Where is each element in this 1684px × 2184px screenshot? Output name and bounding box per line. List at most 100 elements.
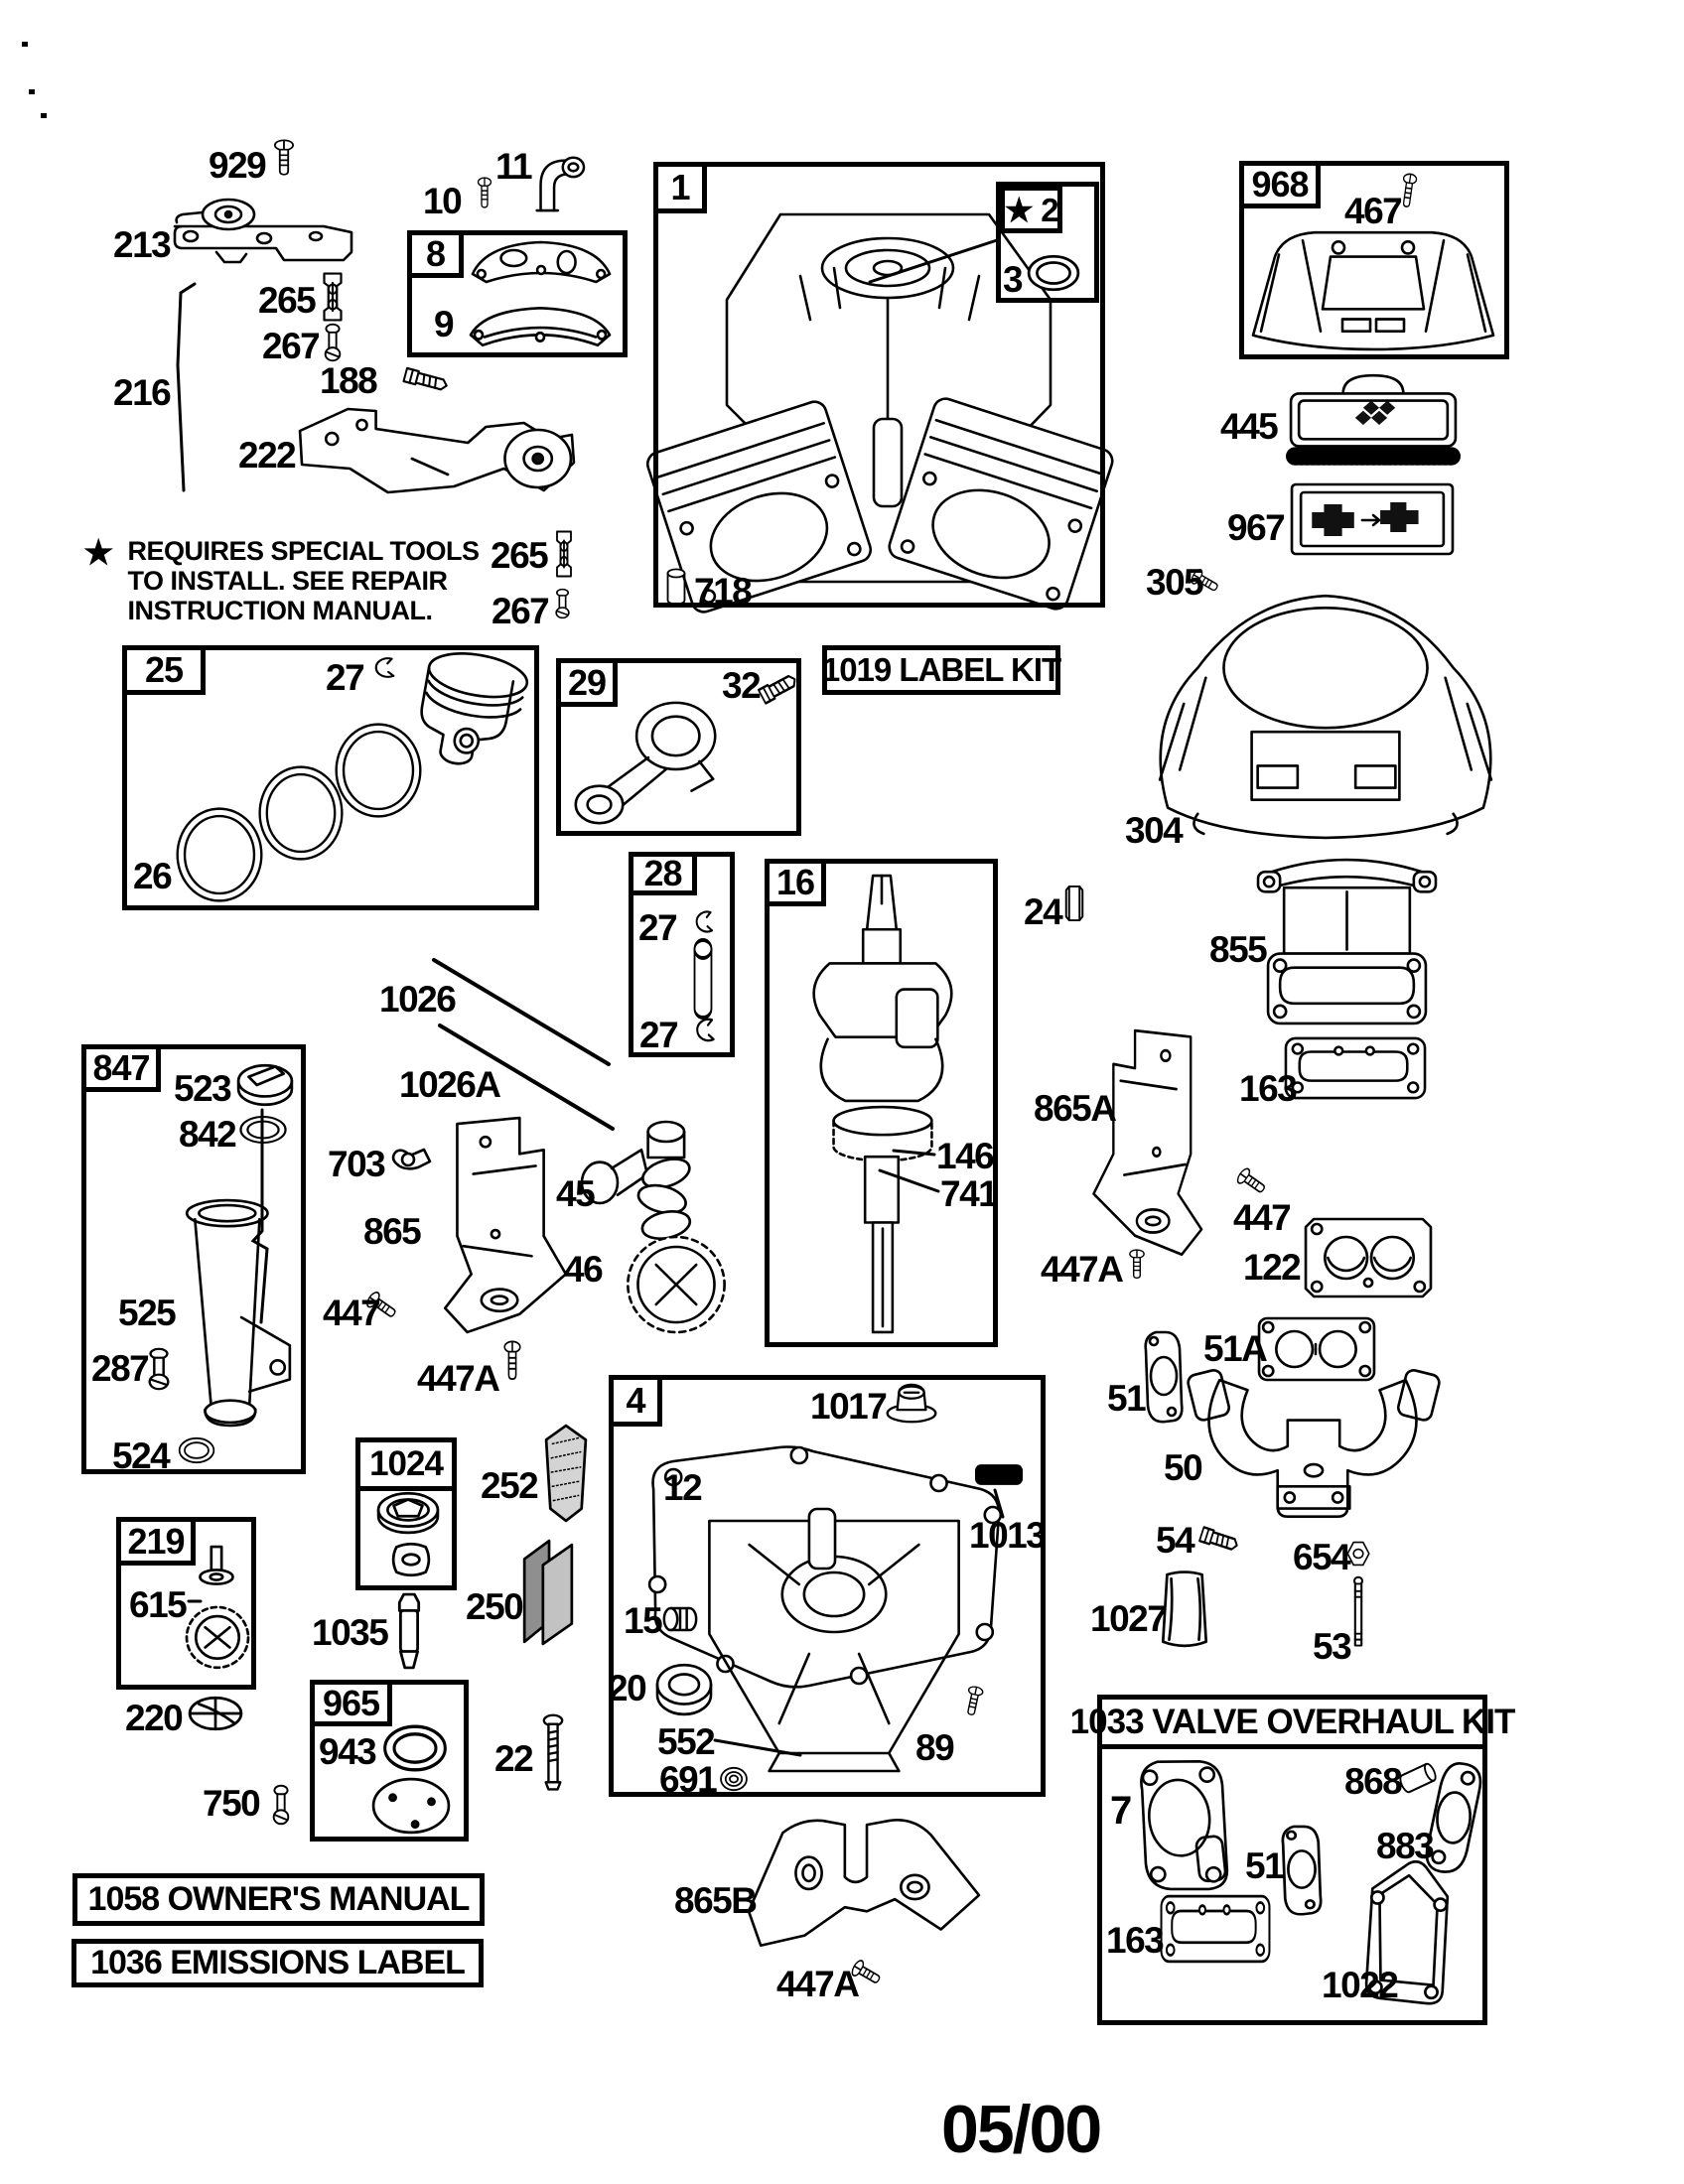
callout-868: 868: [1344, 1761, 1403, 1802]
callout-89: 89: [915, 1727, 955, 1768]
gasket-51: [1279, 1823, 1325, 1918]
screw-10-icon: [475, 177, 494, 214]
oil-seal-20-icon: [654, 1660, 714, 1717]
callout-865A: 865A: [1034, 1088, 1117, 1129]
callout-703: 703: [328, 1144, 386, 1184]
breather-1027: [1155, 1569, 1214, 1652]
governor-bracket-213: [165, 197, 359, 268]
callout-267: 267: [262, 326, 321, 366]
callout-46: 46: [564, 1249, 604, 1290]
screen-250: [520, 1537, 576, 1648]
note-line: REQUIRES SPECIAL TOOLS: [127, 536, 480, 566]
assembly-box-16-tag: 16: [765, 859, 826, 906]
washer-691-icon: [719, 1765, 749, 1793]
callout-27: 27: [326, 657, 365, 698]
callout-250: 250: [466, 1586, 524, 1627]
elbow-tube-11: [527, 149, 586, 212]
heat-shield-865A: [1088, 1028, 1221, 1261]
oil-slinger-220: [187, 1694, 244, 1733]
callout-718: 718: [694, 571, 753, 612]
callout-3: 3: [1003, 259, 1024, 300]
intake-manifold-50: [1186, 1366, 1442, 1543]
governor-gear-219: [185, 1543, 250, 1680]
oil-fill-cap-523: [234, 1058, 296, 1112]
callout-865: 865: [363, 1211, 422, 1252]
assembly-box-25-tag: 25: [122, 645, 206, 695]
callout-9: 9: [434, 304, 455, 344]
callout-146: 146: [936, 1136, 995, 1176]
assembly-box-219-tag: 219: [116, 1517, 196, 1566]
screw-447A-icon: [500, 1340, 524, 1388]
screw-447A-icon: [847, 1955, 891, 1995]
retaining-clip-27: [688, 1015, 720, 1046]
callout-7: 7: [1110, 1789, 1132, 1833]
callout-222: 222: [238, 435, 297, 476]
link-265-icon: [550, 530, 578, 578]
callout-122: 122: [1243, 1247, 1302, 1288]
callout-51: 51: [1107, 1378, 1147, 1419]
callout-1026: 1026: [379, 979, 457, 1020]
callout-265: 265: [491, 535, 549, 576]
callout-447: 447: [1233, 1197, 1292, 1238]
valve-guide-868-icon: [1395, 1758, 1440, 1798]
callout-929: 929: [209, 145, 267, 186]
callout-524: 524: [112, 1435, 171, 1476]
callout-213: 213: [113, 224, 172, 265]
retaining-clip-27: [688, 907, 718, 937]
ink-speck: [29, 89, 35, 94]
star-2-tag: ★ 2: [1000, 186, 1062, 233]
gasket-plate-122: [1304, 1217, 1433, 1298]
plug-15-icon: [661, 1604, 699, 1634]
ink-speck: [41, 113, 47, 118]
emissions-label-1036: 1036 EMISSIONS LABEL: [71, 1939, 484, 1987]
o-ring-943-icon: [380, 1721, 450, 1775]
assembly-box-29: 29: [556, 658, 801, 836]
screw-305-icon: [1187, 564, 1227, 602]
screw-447-icon: [361, 1286, 407, 1328]
plug-1013-icon: [974, 1461, 1024, 1488]
stud-53-icon: [1350, 1575, 1366, 1650]
screw-267-icon: [322, 323, 344, 362]
cap-nut-1017-icon: [885, 1383, 938, 1424]
clamp-703-icon: [388, 1140, 434, 1173]
dowel-pin-24: [1064, 884, 1084, 923]
assembly-box-219: 219: [116, 1517, 256, 1690]
oil-pump-rotor-1024: [375, 1487, 441, 1535]
callout-45: 45: [556, 1173, 596, 1214]
assembly-box-25: 25: [122, 645, 539, 910]
assembly-box-965: 965: [310, 1680, 469, 1842]
screw-447A-icon: [1126, 1249, 1148, 1285]
callout-525: 525: [118, 1293, 177, 1333]
screw-929-icon: [270, 139, 298, 183]
callout-216: 216: [113, 372, 172, 413]
callout-445: 445: [1220, 406, 1279, 447]
assembly-box-847-tag: 847: [81, 1044, 161, 1092]
nut-654-icon: [1346, 1540, 1370, 1568]
callout-163: 163: [1239, 1068, 1298, 1109]
bracket-222: [292, 401, 580, 500]
callout-1017: 1017: [810, 1386, 888, 1427]
callout-188: 188: [320, 360, 378, 401]
bolt-32-icon: [752, 662, 804, 714]
piston-ring-26: [174, 804, 265, 905]
push-rod-1026: [432, 958, 611, 1066]
assembly-box-28-tag: 28: [629, 852, 697, 895]
assembly-box-1024-header: 1024: [360, 1442, 452, 1491]
oil-pump-plate-1024: [390, 1539, 432, 1580]
callout-304: 304: [1125, 810, 1184, 851]
piston-25: [390, 637, 539, 785]
callout-615: 615: [129, 1584, 188, 1625]
callout-51A: 51A: [1203, 1328, 1268, 1369]
air-cleaner-cover-968: [1245, 222, 1501, 351]
filter-wedge-252: [544, 1424, 588, 1523]
callout-1026A: 1026A: [399, 1064, 501, 1105]
callout-50: 50: [1164, 1447, 1203, 1488]
cover-plate-965: [370, 1775, 452, 1837]
callout-252: 252: [481, 1465, 539, 1506]
callout-1022: 1022: [1322, 1965, 1399, 2005]
callout-943: 943: [319, 1731, 377, 1772]
callout-20: 20: [608, 1668, 647, 1708]
assembly-box-8-9-tag: 8: [407, 230, 464, 278]
seal-3-icon: [1026, 252, 1081, 294]
